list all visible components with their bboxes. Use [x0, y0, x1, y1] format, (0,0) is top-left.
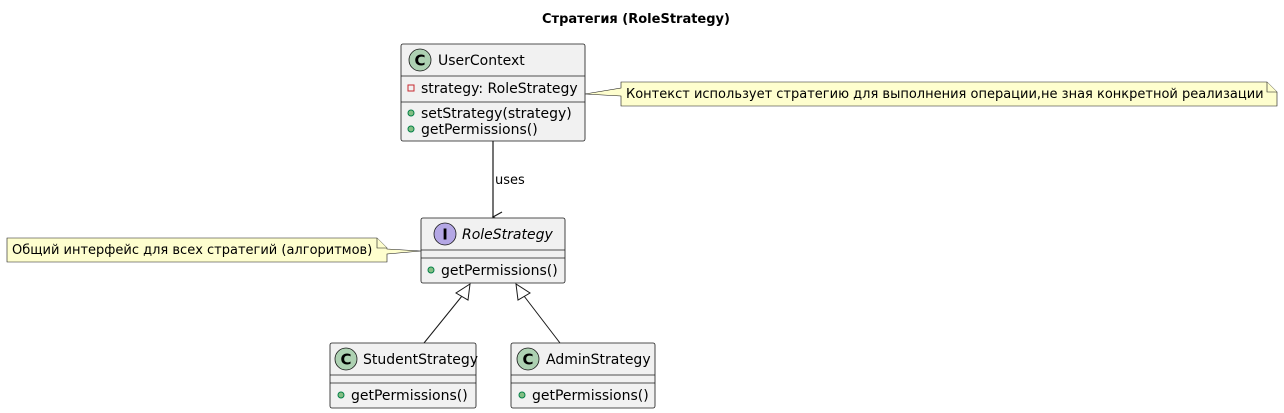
- public-icon: [518, 391, 526, 399]
- note-context-text: Контекст использует стратегию для выполн…: [626, 87, 1264, 102]
- method-get-permissions: getPermissions(): [351, 388, 468, 404]
- class-admin-strategy[interactable]: C AdminStrategy getPermissions(): [510, 342, 656, 409]
- public-icon: [407, 109, 415, 117]
- note-context: Контекст использует стратегию для выполн…: [584, 81, 1278, 107]
- class-icon: C: [516, 347, 540, 371]
- svg-text:I: I: [442, 226, 448, 244]
- class-icon: C: [334, 347, 358, 371]
- edge-inherit-student: [423, 283, 471, 344]
- interface-role-strategy[interactable]: I RoleStrategy getPermissions(): [420, 217, 566, 284]
- diagram-title: Стратегия (RoleStrategy): [542, 12, 730, 27]
- field-strategy: strategy: RoleStrategy: [421, 81, 578, 97]
- class-name: UserContext: [438, 53, 525, 69]
- public-icon: [407, 125, 415, 133]
- method-get-permissions: getPermissions(): [421, 122, 538, 138]
- private-icon: [407, 84, 415, 92]
- svg-text:C: C: [340, 351, 351, 369]
- class-name: AdminStrategy: [546, 352, 651, 368]
- edge-uses: uses: [491, 141, 525, 223]
- public-icon: [427, 266, 435, 274]
- class-user-context[interactable]: C UserContext strategy: RoleStrategy set…: [400, 43, 586, 142]
- interface-icon: I: [433, 222, 457, 246]
- edge-inherit-admin: [515, 283, 561, 344]
- class-name: StudentStrategy: [363, 352, 478, 368]
- method-get-permissions: getPermissions(): [441, 263, 558, 279]
- interface-name: RoleStrategy: [462, 227, 553, 243]
- method-set-strategy: setStrategy(strategy): [421, 106, 572, 122]
- edge-label-uses: uses: [495, 173, 525, 188]
- public-icon: [337, 391, 345, 399]
- method-get-permissions: getPermissions(): [532, 388, 649, 404]
- class-student-strategy[interactable]: C StudentStrategy getPermissions(): [329, 342, 478, 409]
- note-interface: Общий интерфейс для всех стратегий (алго…: [6, 237, 422, 263]
- svg-text:C: C: [414, 52, 425, 70]
- class-icon: C: [408, 48, 432, 72]
- svg-text:C: C: [522, 351, 533, 369]
- note-interface-text: Общий интерфейс для всех стратегий (алго…: [12, 243, 372, 258]
